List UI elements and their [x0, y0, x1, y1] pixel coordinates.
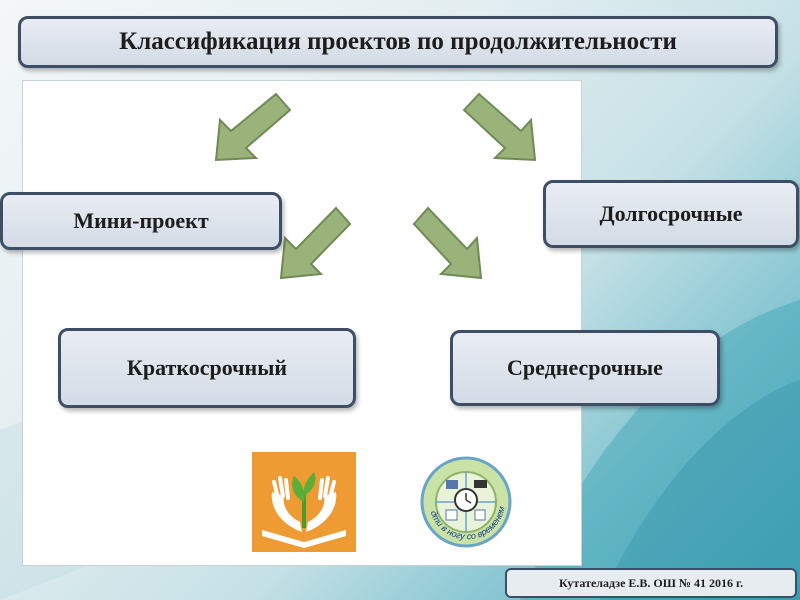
clock-emblem-logo: идти в ногу со временем — [409, 444, 520, 556]
author-credit: Кутателадзе Е.В. ОШ № 41 2016 г. — [505, 568, 797, 598]
diagram-title: Классификация проектов по продолжительно… — [18, 16, 778, 68]
hands-sprout-logo — [252, 452, 356, 552]
arrow-to-short-term — [279, 206, 352, 280]
node-mid-term: Среднесрочные — [450, 330, 720, 406]
node-long-term: Долгосрочные — [543, 180, 799, 248]
arrow-to-mini-project — [214, 92, 292, 162]
arrow-to-long-term — [462, 92, 537, 162]
node-short-term: Краткосрочный — [58, 328, 356, 408]
node-mini-project: Мини-проект — [0, 192, 282, 250]
arrow-to-mid-term — [412, 206, 483, 280]
